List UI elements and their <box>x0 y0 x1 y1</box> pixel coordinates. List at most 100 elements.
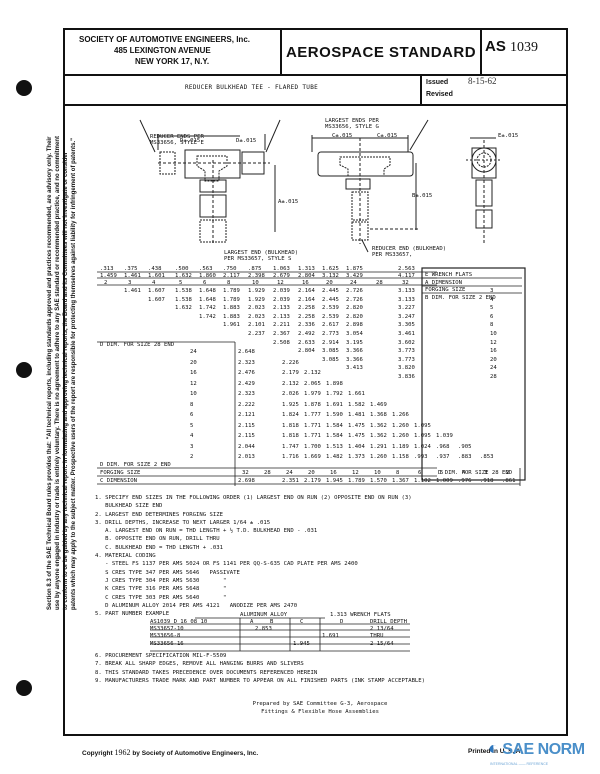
wrench-flats-header: 1.313 WRENCH FLATS <box>330 612 391 618</box>
d-size-cell: 20 <box>190 359 197 366</box>
b-dimension-cell: 1.742 <box>199 305 216 312</box>
forging-size-bottom-cell: 32 <box>242 470 249 476</box>
b-dimension-cell: 3.773 <box>398 348 415 355</box>
punch-hole-top <box>16 80 32 96</box>
punch-hole-middle <box>16 362 32 378</box>
d-dimension-cell: 1.482 <box>326 454 343 460</box>
b-dimension-cell: 2.820 <box>346 313 363 320</box>
d-size-cell: 12 <box>190 380 197 387</box>
part-column-header: DRILL DEPTH <box>370 619 408 625</box>
d-dimension-cell: 1.771 <box>304 422 321 429</box>
standard-sheet: SOCIETY OF AUTOMOTIVE ENGINEERS, Inc. 48… <box>63 28 568 736</box>
copyright: Copyright 1962 by Society of Automotive … <box>82 748 258 757</box>
d-dimension-cell: 1.590 <box>326 412 343 418</box>
forging-size-bottom-cell: 10 <box>374 470 381 476</box>
d-dimension-cell: .968 <box>436 443 450 450</box>
d-dimension-cell: 2.179 <box>282 370 299 376</box>
b-size-cell: 10 <box>490 331 497 337</box>
d-dimension-cell: 2.115 <box>238 433 255 439</box>
c-dimension-cell: 2.351 <box>282 478 299 484</box>
issued-label: Issued <box>426 79 449 86</box>
d-dimension-cell: 1.771 <box>304 433 321 439</box>
b-size-cell: 3 <box>490 288 494 294</box>
part-name: REDUCER BULKHEAD TEE - FLARED TUBE <box>185 84 319 91</box>
b-dimension-cell: 1.632 <box>175 305 192 312</box>
a-dimension-cell: 1.601 <box>148 273 165 279</box>
c-dimension-label: C DIMENSION <box>100 478 138 484</box>
d-dimension-cell: 2.115 <box>238 422 255 429</box>
forging-size-bottom-cell: 4 <box>462 470 466 476</box>
b-dimension-cell: 1.461 <box>124 288 141 294</box>
d-dimension-cell: 1.475 <box>348 422 365 429</box>
table-right-label: FORGING SIZE <box>425 287 466 293</box>
issue-box: Issued 8-15-62 Revised <box>420 74 568 104</box>
forging-size-bottom-cell: 2 <box>506 470 510 476</box>
b-dimension-cell: 1.607 <box>148 296 165 303</box>
prepared-by-line: Fittings & Flexible Hose Assemblies <box>261 709 379 715</box>
d-dimension-cell: 2.013 <box>238 454 255 460</box>
d-dimension-cell: 1.661 <box>348 391 365 397</box>
b-dimension-cell: 1.607 <box>148 288 165 294</box>
d-dimension-cell: 1.747 <box>282 443 299 450</box>
d-dimension-cell: 1.404 <box>348 443 365 450</box>
c-dimension-cell: 1.570 <box>370 478 387 484</box>
b-dimension-cell: 1.789 <box>223 288 240 294</box>
d-dimension-cell: 1.792 <box>326 391 343 397</box>
d-size-cell: 6 <box>190 412 194 418</box>
a-dimension-cell: 4.117 <box>398 273 415 279</box>
b-size-cell: 20 <box>490 356 497 363</box>
a-dimension-cell: 2.398 <box>248 273 265 279</box>
b-dimension-cell: 1.742 <box>199 313 216 320</box>
label-line: LARGEST END (BULKHEAD) <box>224 250 299 256</box>
subheader-block: REDUCER BULKHEAD TEE - FLARED TUBE Issue… <box>65 74 566 106</box>
d-dim-size-28-label: D DIM. FOR SIZE 28 END <box>438 470 513 476</box>
part-a-value: 2.853 <box>255 626 272 632</box>
society-street: 485 LEXINGTON AVENUE <box>114 46 211 55</box>
part-drill-depth: THRU <box>370 633 384 640</box>
forging-size-bottom-cell: 24 <box>286 470 293 476</box>
d-dimension-cell: 1.260 <box>392 422 409 429</box>
d-dimension-cell: 1.582 <box>348 401 365 408</box>
document-title: AEROSPACE STANDARD <box>280 30 482 74</box>
b-dimension-cell: 1.961 <box>223 322 240 329</box>
d-dimension-cell: 1.691 <box>326 401 343 408</box>
b-dimension-cell: 3.133 <box>398 288 415 294</box>
b-size-cell: 5 <box>490 305 494 312</box>
b-dimension-cell: 2.508 <box>273 339 290 346</box>
b-dimension-cell: 2.914 <box>322 339 339 346</box>
d-dimension-cell: 2.044 <box>238 443 255 450</box>
d-dimension-cell: 2.222 <box>238 401 255 408</box>
b-dimension-cell: 2.039 <box>273 288 290 294</box>
b-dimension-cell: 2.898 <box>346 322 363 329</box>
reducer-bulkhead-label: REDUCER END (BULKHEAD)PER MS33657, <box>372 246 446 258</box>
dimension-c-right: C±.015 <box>377 133 398 139</box>
b-size-cell: 4 <box>490 296 494 303</box>
part-column-header: D <box>340 619 344 625</box>
c-dimension-cell: .918 <box>480 478 494 484</box>
society-name: SOCIETY OF AUTOMOTIVE ENGINEERS, Inc. <box>79 35 250 44</box>
d-dimension-cell: 1.024 <box>414 443 431 450</box>
b-dimension-cell: 3.836 <box>398 374 415 380</box>
b-size-cell: 28 <box>490 374 497 380</box>
part-column-header: B <box>270 619 274 625</box>
b-dimension-cell: 3.413 <box>346 365 363 372</box>
d-dimension-cell: 1.260 <box>392 433 409 439</box>
d-dimension-cell: 1.584 <box>326 433 343 439</box>
notes-continued: 6. PROCUREMENT SPECIFICATION MIL-F-5509 … <box>95 653 426 684</box>
forging-size-cell: 20 <box>326 280 333 286</box>
forging-size-cell: 5 <box>179 280 183 286</box>
c-dimension-cell: .861 <box>502 478 516 484</box>
b-dimension-cell: 2.804 <box>298 348 315 355</box>
d-dim-size-2-label: D DIM. FOR SIZE 2 END <box>100 462 171 468</box>
sae-logo-icon: ◐ <box>488 738 499 758</box>
a-dimension-cell: 3.429 <box>346 273 363 279</box>
a-dimension-cell: 2.679 <box>273 273 290 279</box>
revised-label: Revised <box>426 91 453 98</box>
d-dimension-cell: 2.132 <box>282 380 299 387</box>
b-dimension-cell: 2.023 <box>248 313 265 320</box>
b-dimension-cell: 1.648 <box>199 288 216 294</box>
b-dimension-cell: 2.039 <box>273 296 290 303</box>
wrench-flats-cell: 2.563 <box>398 266 415 272</box>
b-dimension-cell: 1.929 <box>248 296 265 303</box>
d-dimension-cell: 2.429 <box>238 380 255 387</box>
